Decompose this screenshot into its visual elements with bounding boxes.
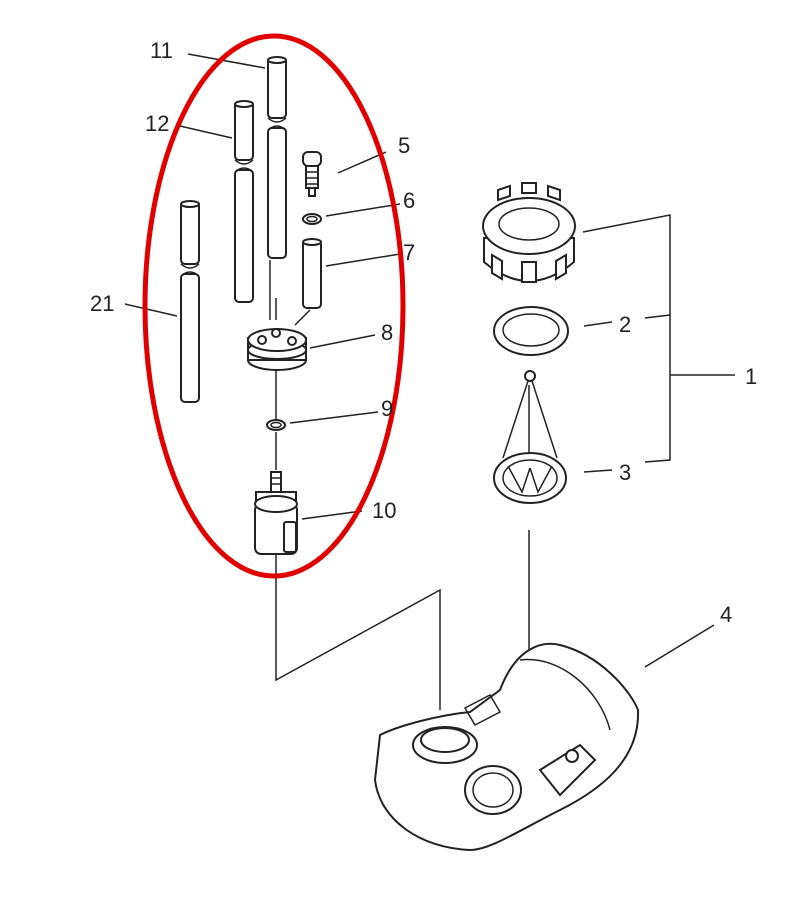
leader-lines xyxy=(124,53,715,668)
bracket-part-1 xyxy=(582,214,735,463)
label-part-1: 1 xyxy=(745,364,757,389)
part-21-tube xyxy=(180,200,200,403)
label-part-7: 7 xyxy=(403,240,415,265)
label-part-3: 3 xyxy=(619,460,631,485)
label-part-10: 10 xyxy=(372,498,396,523)
part-1-fuel-cap xyxy=(482,182,576,283)
part-12-tube xyxy=(234,100,254,303)
part-2-gasket xyxy=(493,306,569,356)
label-part-12: 12 xyxy=(145,111,169,136)
part-10-fuel-filter xyxy=(254,471,298,555)
part-11-tube xyxy=(267,56,287,259)
part-7-tube xyxy=(302,238,322,309)
part-9-o-ring xyxy=(266,419,286,431)
part-6-o-ring xyxy=(302,213,322,225)
label-part-5: 5 xyxy=(398,133,410,158)
part-4-fuel-tank xyxy=(373,642,640,852)
part-3-vent-filter xyxy=(493,370,567,504)
label-part-4: 4 xyxy=(720,602,732,627)
label-part-8: 8 xyxy=(381,320,393,345)
label-part-21: 21 xyxy=(90,291,114,316)
part-5-valve xyxy=(302,151,322,197)
label-part-6: 6 xyxy=(403,188,415,213)
label-part-9: 9 xyxy=(381,396,393,421)
part-8-grommet xyxy=(247,328,307,371)
label-part-2: 2 xyxy=(619,312,631,337)
highlight-ellipse xyxy=(142,33,406,579)
part-labels: 11 12 21 5 6 7 8 9 10 1 2 3 4 xyxy=(90,38,757,627)
label-part-11: 11 xyxy=(150,38,173,63)
